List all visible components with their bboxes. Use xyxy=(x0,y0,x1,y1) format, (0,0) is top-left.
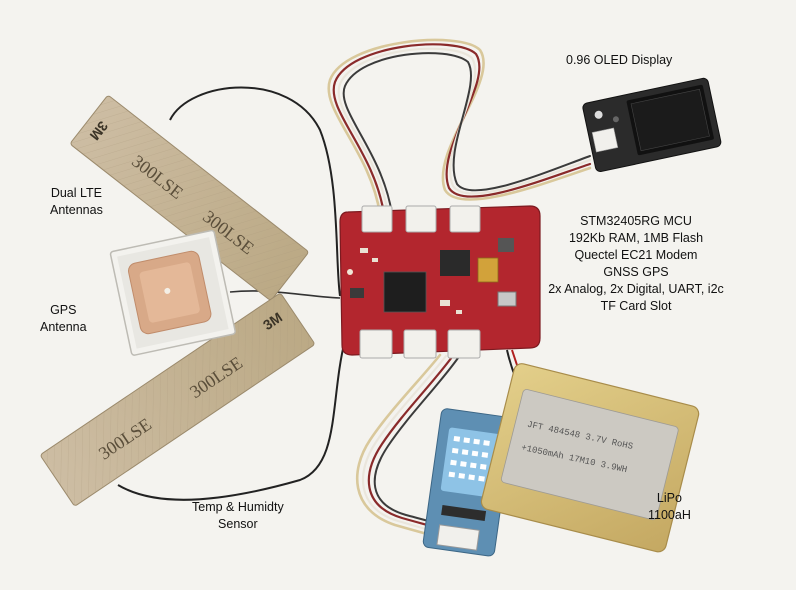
mcu-spec-line: STM32405RG MCU xyxy=(580,214,692,228)
mcu-spec-line: 192Kb RAM, 1MB Flash xyxy=(568,231,704,245)
mcu-spec-line: GNSS GPS xyxy=(603,265,669,279)
main-pcb-board xyxy=(339,205,541,359)
gps-antenna-label-line: Antenna xyxy=(40,320,87,334)
temp-humidity-sensor-label: Temp & Humidty Sensor xyxy=(192,499,284,533)
temp-humidity-label-line: Sensor xyxy=(218,517,258,531)
oled-display-label: 0.96 OLED Display xyxy=(566,52,672,69)
grove-cable-oled xyxy=(327,38,592,216)
lipo-battery: JFT 484548 3.7V RoHS +1050mAh 17M10 3.9W… xyxy=(480,363,700,553)
lipo-label-line: LiPo xyxy=(656,491,682,505)
lte-antenna-strip-bottom: 300LSE 300LSE 3M xyxy=(40,293,315,506)
mcu-spec-line: TF Card Slot xyxy=(600,299,672,313)
mcu-spec-line: Quectel EC21 Modem xyxy=(574,248,698,262)
gps-antenna-label-line: GPS xyxy=(50,303,77,317)
gps-antenna-label: GPS Antenna xyxy=(40,302,87,336)
lte-antenna-strip-top: 3M 300LSE 300LSE xyxy=(70,95,309,301)
oled-display-label-line: 0.96 OLED Display xyxy=(566,53,673,67)
lte-antennas-label-line: Dual LTE xyxy=(50,186,102,200)
temp-humidity-label-line: Temp & Humidty xyxy=(192,500,284,514)
lte-antennas-label-line: Antennas xyxy=(50,203,103,217)
oled-display-module xyxy=(582,77,722,173)
mcu-specs-label: STM32405RG MCU 192Kb RAM, 1MB Flash Quec… xyxy=(536,213,736,315)
gps-antenna-cable xyxy=(229,290,341,299)
lte-antennas-label: Dual LTE Antennas xyxy=(50,185,103,219)
lte-antenna-cable-top xyxy=(169,86,341,297)
temp-humidity-sensor xyxy=(422,408,514,557)
lipo-battery-label: LiPo 1100aH xyxy=(648,490,691,524)
lte-antenna-cable-bottom xyxy=(117,339,346,501)
lipo-label-line: 1100aH xyxy=(648,508,691,522)
mcu-spec-line: 2x Analog, 2x Digital, UART, i2c xyxy=(548,282,724,296)
gps-antenna xyxy=(109,229,236,356)
